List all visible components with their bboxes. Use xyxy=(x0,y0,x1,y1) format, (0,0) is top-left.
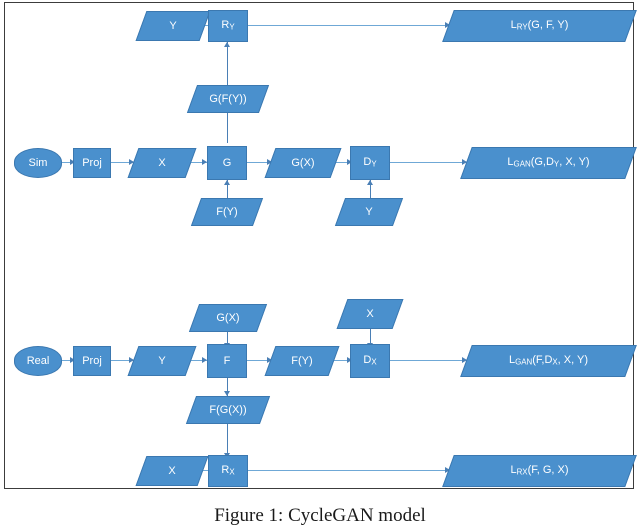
node-y-top: Y xyxy=(135,11,211,41)
node-label: DY xyxy=(363,156,377,169)
parallelogram-shape xyxy=(185,396,271,424)
connector-rx-to-loss-rx xyxy=(248,470,451,471)
connector-f-to-fgx xyxy=(227,378,228,396)
parallelogram-shape xyxy=(460,345,637,377)
node-fy-mid: F(Y) xyxy=(264,346,340,376)
node-label: RY xyxy=(221,19,235,32)
parallelogram-shape xyxy=(186,85,270,113)
parallelogram-shape xyxy=(442,455,637,487)
connector-fgx-to-rx xyxy=(227,424,228,458)
arrow-head xyxy=(223,180,230,185)
figure-frame: Y RY LRY(G, F, Y) G(F(Y)) Sim xyxy=(4,2,637,489)
arrow-head xyxy=(202,159,207,165)
node-ry: RY xyxy=(208,10,248,42)
node-label: Proj xyxy=(82,354,102,367)
node-x-above-dx: X xyxy=(336,299,404,329)
parallelogram-shape xyxy=(188,304,268,332)
connector-gx-to-dy xyxy=(333,162,353,163)
node-rx: RX xyxy=(208,455,248,487)
connector-sim-to-proj xyxy=(62,162,76,163)
connector-g-to-gx xyxy=(247,162,273,163)
cylinder-shape xyxy=(14,346,62,376)
connector-dx-to-loss-gan-x xyxy=(390,360,468,361)
parallelogram-shape xyxy=(190,198,264,226)
node-g: G xyxy=(207,146,247,180)
figure-caption: Figure 1: CycleGAN model xyxy=(214,505,426,526)
node-real: Real xyxy=(14,346,62,376)
parallelogram-shape xyxy=(135,11,211,41)
node-sim: Sim xyxy=(14,148,62,178)
node-dy: DY xyxy=(350,146,390,180)
parallelogram-shape xyxy=(336,299,404,329)
node-loss-gan-x: LGAN(F,DX, X, Y) xyxy=(460,345,637,377)
node-loss-gan-y: LGAN(G,DY, X, Y) xyxy=(460,147,637,179)
parallelogram-shape xyxy=(127,148,197,178)
arrow-head xyxy=(223,391,230,396)
parallelogram-shape xyxy=(264,346,340,376)
node-label: G xyxy=(222,156,232,169)
connector-ry-to-loss-ry xyxy=(248,25,451,26)
node-gx-mid: G(X) xyxy=(264,148,342,178)
connector-real-to-proj xyxy=(62,360,76,361)
parallelogram-shape xyxy=(264,148,342,178)
node-label: Proj xyxy=(82,156,102,169)
node-label: DX xyxy=(363,354,377,367)
parallelogram-shape xyxy=(127,346,197,376)
node-gx-above-f: G(X) xyxy=(188,304,268,332)
arrow-head xyxy=(462,159,467,165)
node-y-below-dy: Y xyxy=(334,198,404,226)
connector-y-to-f xyxy=(189,360,208,361)
node-fy-below-g: F(Y) xyxy=(190,198,264,226)
connector-g-to-gfy xyxy=(227,113,228,143)
connector-gx-to-f xyxy=(227,332,228,348)
connector-fy-to-dx xyxy=(332,360,353,361)
parallelogram-shape xyxy=(135,456,209,486)
arrow-head xyxy=(70,159,75,165)
node-loss-ry: LRY(G, F, Y) xyxy=(442,10,637,42)
connector-f-to-fy xyxy=(247,360,273,361)
arrow-head xyxy=(129,357,134,363)
arrow-head xyxy=(70,357,75,363)
parallelogram-shape xyxy=(334,198,404,226)
arrow-head xyxy=(366,180,373,185)
connector-dy-to-loss-gan-y xyxy=(390,162,468,163)
node-f: F xyxy=(207,344,247,378)
node-proj-top: Proj xyxy=(73,148,111,178)
connector-y-to-dy xyxy=(370,180,371,200)
node-proj-bot: Proj xyxy=(73,346,111,376)
node-y-bot: Y xyxy=(127,346,197,376)
node-gfy: G(F(Y)) xyxy=(186,85,270,113)
arrow-head xyxy=(223,42,230,47)
node-label: RX xyxy=(221,464,235,477)
arrow-head xyxy=(347,159,352,165)
node-dx: DX xyxy=(350,344,390,378)
parallelogram-shape xyxy=(460,147,637,179)
parallelogram-shape xyxy=(442,10,637,42)
node-loss-rx: LRX(F, G, X) xyxy=(442,455,637,487)
arrow-head xyxy=(129,159,134,165)
node-x-bot: X xyxy=(135,456,209,486)
node-x-top: X xyxy=(127,148,197,178)
connector-x-to-g xyxy=(189,162,208,163)
connector-proj-to-y xyxy=(111,360,135,361)
node-label: F xyxy=(223,354,231,367)
cylinder-shape xyxy=(14,148,62,178)
connector-x-to-dx xyxy=(370,329,371,348)
arrow-head xyxy=(462,357,467,363)
connector-proj-to-x xyxy=(111,162,135,163)
connector-gfy-to-ry xyxy=(227,42,228,85)
arrow-head xyxy=(202,357,207,363)
connector-fy-to-g xyxy=(227,180,228,200)
arrow-head xyxy=(347,357,352,363)
node-fgx: F(G(X)) xyxy=(185,396,271,424)
